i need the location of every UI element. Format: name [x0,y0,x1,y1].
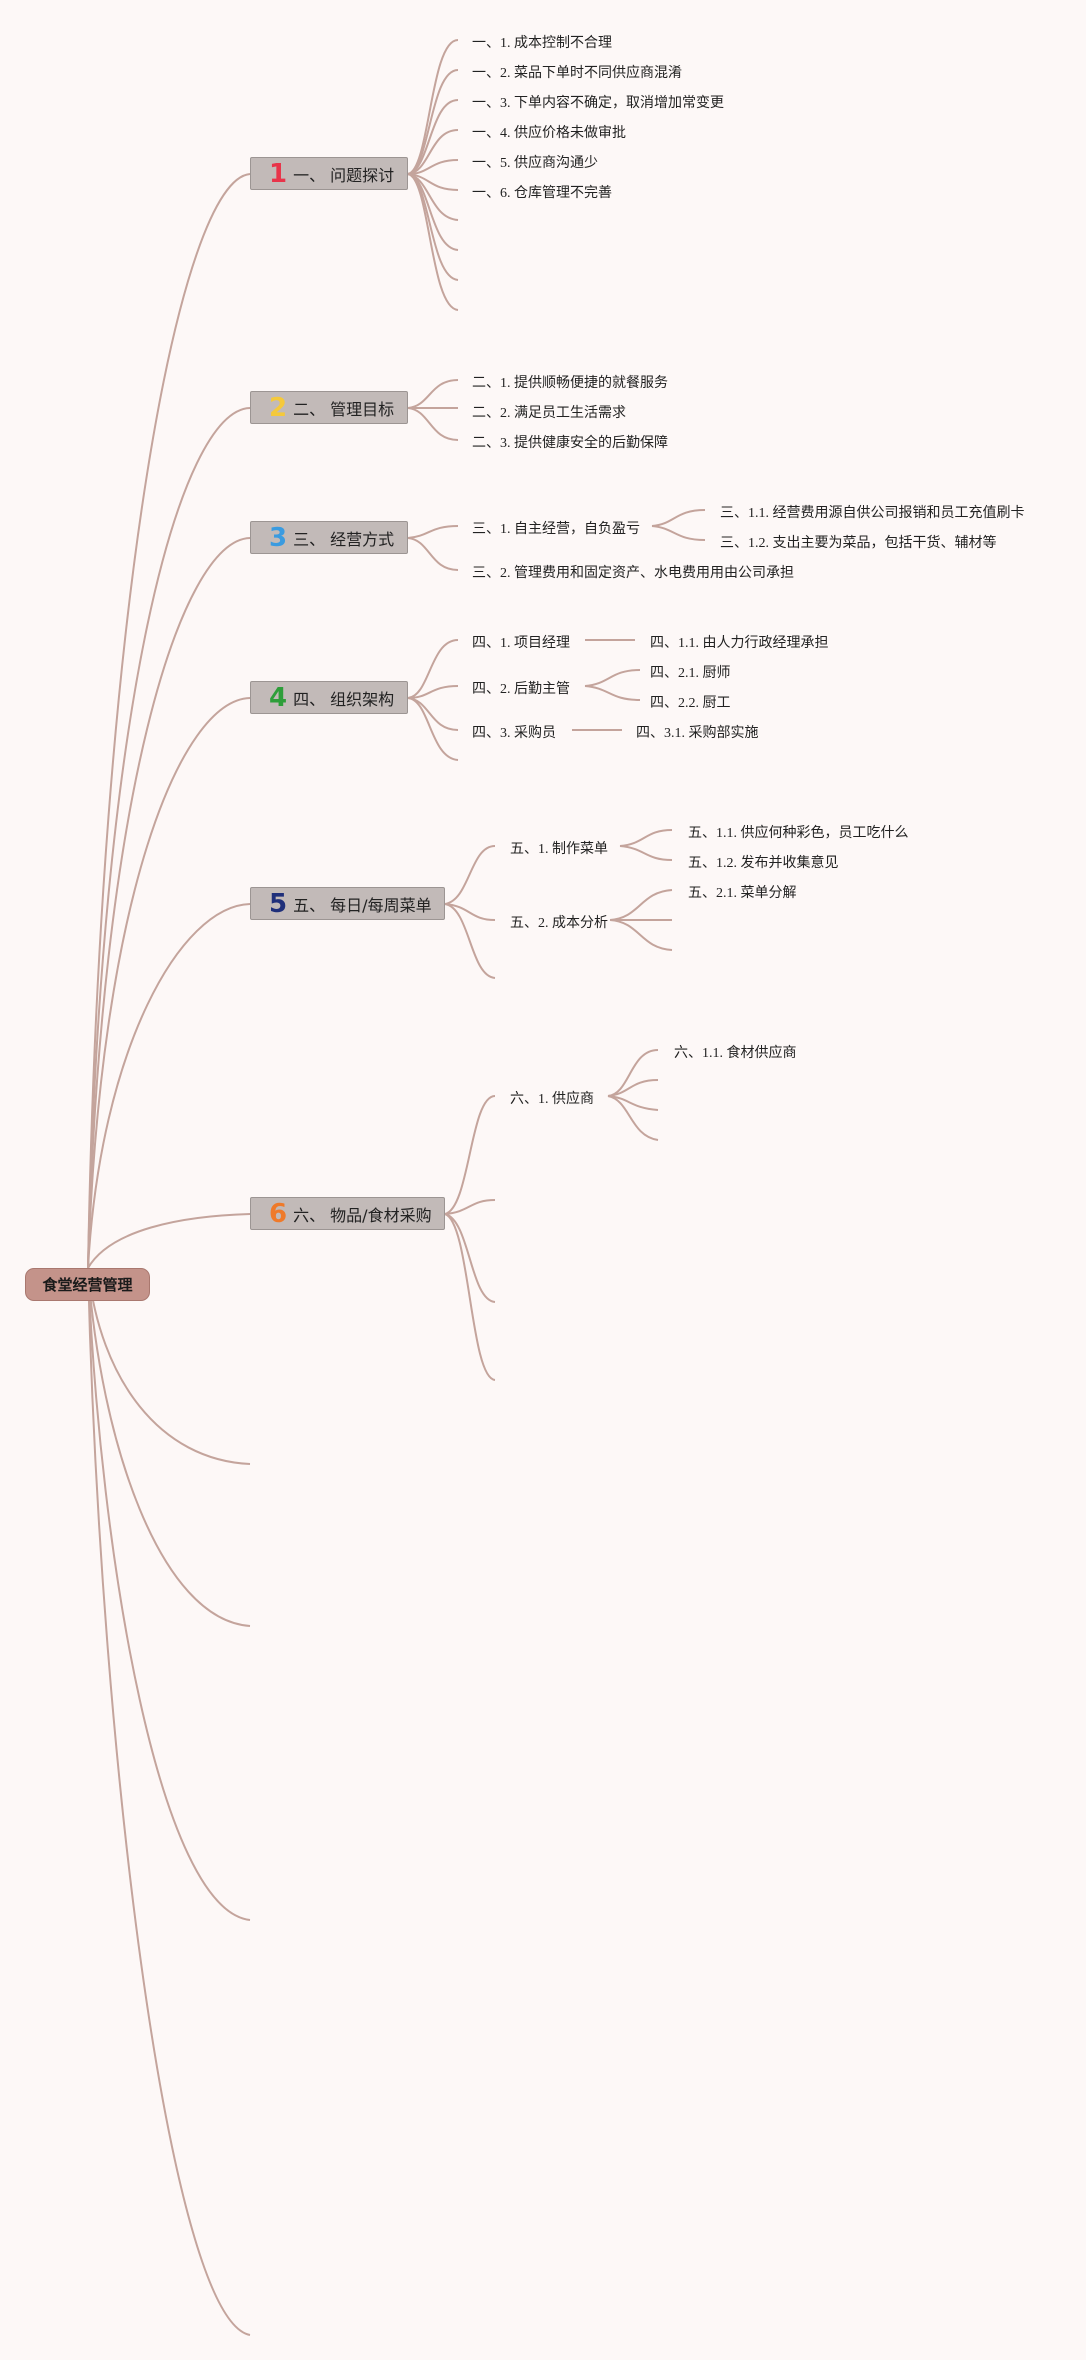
subtopic-label[interactable]: 一、6. 仓库管理不完善 [472,186,612,201]
topic-number-icon: 2 [269,392,288,423]
connector [607,1079,659,1097]
connector [584,669,641,687]
detail-label[interactable]: 五、2.1. 菜单分解 [688,886,797,901]
connector [87,407,251,1269]
connector [87,537,251,1269]
connector [407,407,459,441]
connector [407,69,459,175]
topic-label: 二、 管理目标 [293,399,395,419]
root-node[interactable]: 食堂经营管理 [25,1268,150,1301]
subtopic-label[interactable]: 三、2. 管理费用和固定资产、水电费用用由公司承担 [472,566,794,581]
connector [607,1095,659,1141]
subtopic-label[interactable]: 六、1. 供应商 [510,1092,594,1107]
connector [607,1049,659,1097]
connector [444,1095,496,1215]
connector [407,685,459,699]
connector [87,1267,251,1465]
connector [609,919,673,951]
topic-node-2[interactable]: 2 二、 管理目标 [250,391,408,424]
topic-number-icon: 4 [269,682,288,713]
connector [444,1213,496,1381]
subtopic-label[interactable]: 三、1. 自主经营，自负盈亏 [472,522,640,537]
connector [609,889,673,921]
connector [619,845,673,861]
subtopic-label[interactable]: 一、5. 供应商沟通少 [472,156,598,171]
connector [407,39,459,175]
subtopic-label[interactable]: 五、1. 制作菜单 [510,842,608,857]
connector [444,1213,496,1303]
topic-number-icon: 1 [269,158,288,189]
topic-label: 六、 物品/食材采购 [293,1205,432,1225]
connector [407,379,459,409]
subtopic-label[interactable]: 五、2. 成本分析 [510,916,608,931]
connector [87,1267,251,1921]
subtopic-label[interactable]: 一、2. 菜品下单时不同供应商混淆 [472,66,682,81]
connector [407,129,459,175]
subtopic-label[interactable]: 四、1. 项目经理 [472,636,570,651]
connector [407,697,459,731]
connector [444,903,496,979]
subtopic-label[interactable]: 一、4. 供应价格未做审批 [472,126,626,141]
detail-label[interactable]: 四、2.1. 厨师 [650,666,731,681]
topic-label: 四、 组织架构 [293,689,395,709]
detail-label[interactable]: 五、1.1. 供应何种彩色，员工吃什么 [688,826,909,841]
connector [651,509,706,527]
topic-label: 三、 经营方式 [293,529,395,549]
detail-label[interactable]: 四、2.2. 厨工 [650,696,731,711]
subtopic-label[interactable]: 二、2. 满足员工生活需求 [472,406,626,421]
topic-node-6[interactable]: 6 六、 物品/食材采购 [250,1197,445,1230]
topic-node-1[interactable]: 1 一、 问题探讨 [250,157,408,190]
topic-node-4[interactable]: 4 四、 组织架构 [250,681,408,714]
subtopic-label[interactable]: 四、3. 采购员 [472,726,556,741]
connector [444,1199,496,1215]
connector [87,1213,251,1269]
subtopic-label[interactable]: 一、3. 下单内容不确定，取消增加常变更 [472,96,724,111]
connector [407,99,459,175]
topic-number-icon: 3 [269,522,288,553]
connector [87,1267,251,2336]
connector [407,639,459,699]
topic-label: 五、 每日/每周菜单 [293,895,432,915]
subtopic-label[interactable]: 二、1. 提供顺畅便捷的就餐服务 [472,376,668,391]
detail-label[interactable]: 四、3.1. 采购部实施 [636,726,759,741]
connector [444,845,496,905]
connector [407,173,459,311]
root-label: 食堂经营管理 [42,1276,133,1294]
connector [444,903,496,921]
connector [407,697,459,761]
connector [407,537,459,571]
detail-label[interactable]: 六、1.1. 食材供应商 [674,1046,797,1061]
connector [651,525,706,541]
topic-number-icon: 5 [269,888,288,919]
connector [87,697,251,1269]
detail-label[interactable]: 五、1.2. 发布并收集意见 [688,856,839,871]
connector [407,525,459,539]
detail-label[interactable]: 四、1.1. 由人力行政经理承担 [650,636,829,651]
connector [87,173,251,1269]
detail-label[interactable]: 三、1.2. 支出主要为菜品，包括干货、辅材等 [720,536,997,551]
connector [87,903,251,1269]
connector [584,685,641,701]
subtopic-label[interactable]: 一、1. 成本控制不合理 [472,36,612,51]
detail-label[interactable]: 三、1.1. 经营费用源自供公司报销和员工充值刷卡 [720,506,1025,521]
topic-node-3[interactable]: 3 三、 经营方式 [250,521,408,554]
connector [619,829,673,847]
subtopic-label[interactable]: 二、3. 提供健康安全的后勤保障 [472,436,668,451]
topic-label: 一、 问题探讨 [293,165,395,185]
topic-number-icon: 6 [269,1198,288,1229]
subtopic-label[interactable]: 四、2. 后勤主管 [472,682,570,697]
connector [87,1267,251,1627]
topic-node-5[interactable]: 5 五、 每日/每周菜单 [250,887,445,920]
connector [407,159,459,175]
